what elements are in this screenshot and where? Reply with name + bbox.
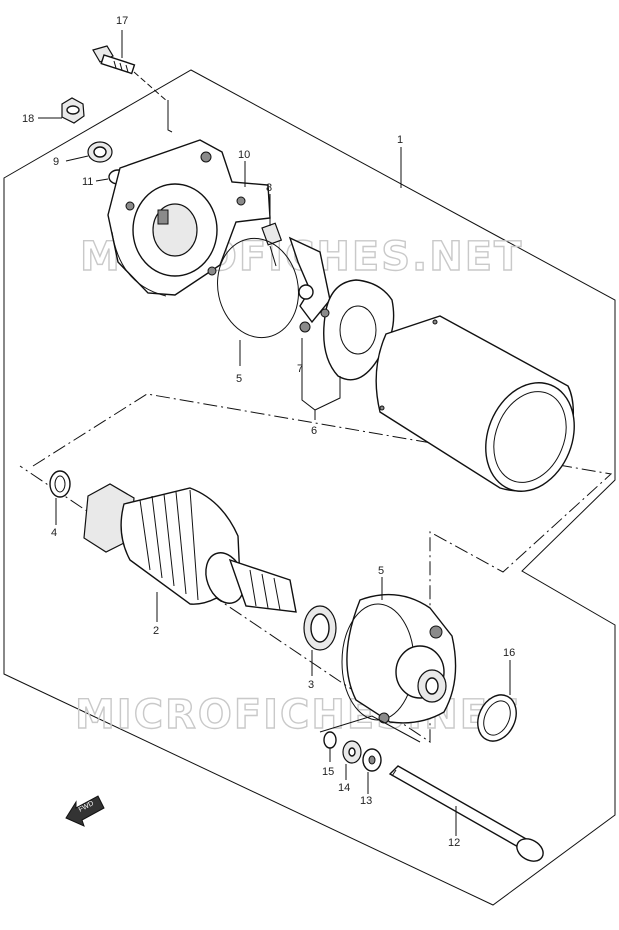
part-brush-plate xyxy=(288,236,395,381)
part-oring-5-upper xyxy=(217,237,299,339)
leader-11 xyxy=(95,178,109,182)
part-end-cover xyxy=(107,139,271,297)
part-oring-16 xyxy=(477,694,517,742)
leader-17-bend xyxy=(167,100,173,133)
callout-18: 18 xyxy=(22,113,34,125)
callout-5-lower: 5 xyxy=(378,565,384,577)
part-through-bolt-12 xyxy=(388,765,544,862)
callout-17: 17 xyxy=(116,15,128,27)
callout-1: 1 xyxy=(397,134,403,146)
subassembly-outline xyxy=(19,393,613,743)
callout-3: 3 xyxy=(308,679,314,691)
part-washer-4 xyxy=(49,470,71,498)
callout-7: 7 xyxy=(297,363,303,375)
callout-13: 13 xyxy=(360,795,372,807)
part-nut-18 xyxy=(61,97,85,124)
watermark-bottom: MICROFICHES.NET xyxy=(75,692,518,738)
part-seal-9 xyxy=(87,141,113,163)
callout-14: 14 xyxy=(338,782,350,794)
part-bolt-17 xyxy=(92,45,136,75)
callout-9: 9 xyxy=(53,156,59,168)
callout-2: 2 xyxy=(153,625,159,637)
callout-8: 8 xyxy=(266,182,272,194)
callout-11: 11 xyxy=(82,176,93,188)
leader-bracket-13-15 xyxy=(319,715,421,743)
part-yoke xyxy=(375,315,575,492)
callout-12: 12 xyxy=(448,837,460,849)
callout-5-upper: 5 xyxy=(236,373,242,385)
callout-6: 6 xyxy=(311,425,317,437)
callout-16: 16 xyxy=(503,647,515,659)
assembly-outline xyxy=(3,69,616,906)
callout-10: 10 xyxy=(238,149,250,161)
fwd-arrow-icon: FWD xyxy=(65,795,105,827)
callout-4: 4 xyxy=(51,527,57,539)
part-terminal-8 xyxy=(261,222,283,267)
leader-17-drop xyxy=(133,71,169,103)
callout-15: 15 xyxy=(322,766,334,778)
leader-9 xyxy=(65,155,89,162)
part-oring-15 xyxy=(323,731,337,749)
part-front-cover-5 xyxy=(341,593,457,724)
part-seal-3 xyxy=(303,605,337,651)
part-armature-2 xyxy=(83,483,297,613)
